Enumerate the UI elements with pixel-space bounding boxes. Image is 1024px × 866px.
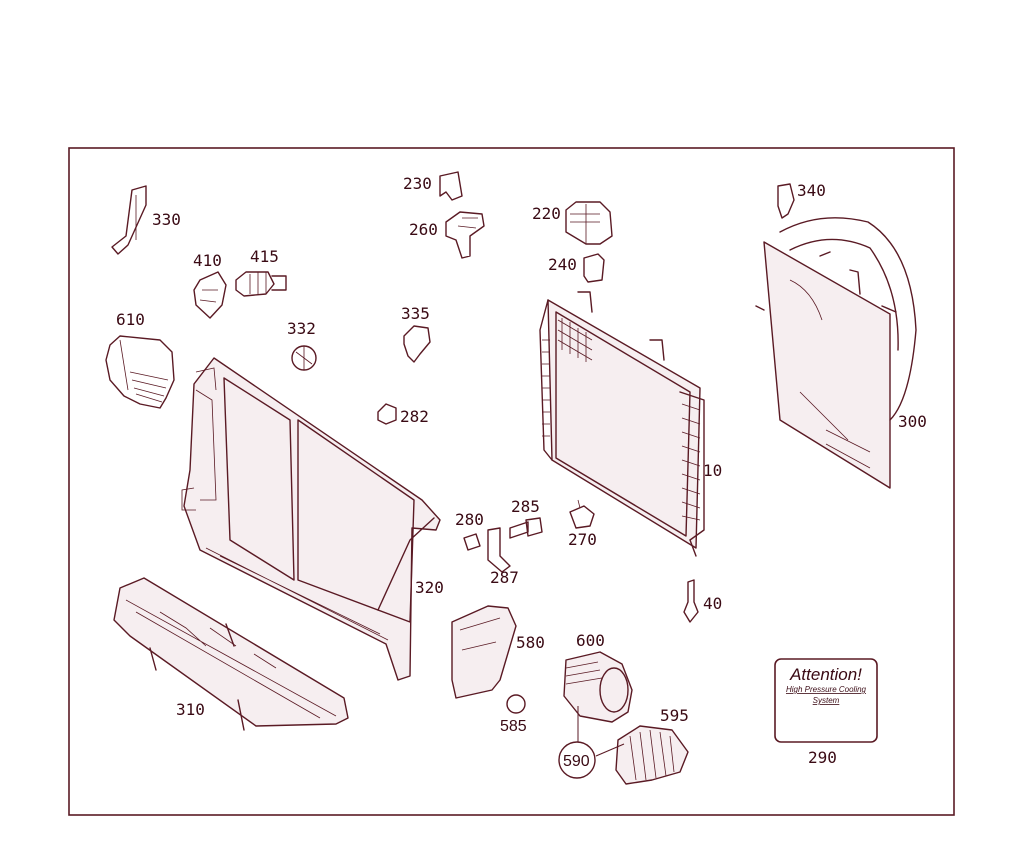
label-290: 290 — [808, 748, 837, 767]
part-610-air-duct[interactable] — [105, 335, 175, 409]
label-40: 40 — [703, 594, 722, 613]
label-10: 10 — [703, 461, 722, 480]
attention-line-1: High Pressure Cooling — [786, 685, 867, 694]
label-310: 310 — [176, 700, 205, 719]
label-410: 410 — [193, 251, 222, 270]
part-332-clip[interactable] — [291, 345, 317, 371]
part-320-radiator-frame[interactable] — [181, 357, 441, 681]
label-282: 282 — [400, 407, 429, 426]
part-10-radiator[interactable] — [539, 291, 705, 557]
part-340-clip[interactable] — [777, 183, 795, 219]
part-270-clip[interactable] — [569, 499, 595, 529]
attention-line-2: System — [813, 696, 840, 705]
callout-590 — [558, 706, 625, 779]
label-330: 330 — [152, 210, 181, 229]
part-300-fan-shroud[interactable] — [755, 217, 917, 489]
part-220-bracket[interactable] — [565, 201, 613, 245]
label-332: 332 — [287, 319, 316, 338]
part-240-pad[interactable] — [583, 253, 605, 283]
part-230-clip[interactable] — [439, 171, 463, 201]
label-300: 300 — [898, 412, 927, 431]
label-287: 287 — [490, 568, 519, 587]
part-580-cover[interactable] — [451, 605, 517, 699]
label-240: 240 — [548, 255, 577, 274]
label-415: 415 — [250, 247, 279, 266]
label-280: 280 — [455, 510, 484, 529]
label-580: 580 — [516, 633, 545, 652]
label-230: 230 — [403, 174, 432, 193]
label-220: 220 — [532, 204, 561, 223]
label-585: 585 — [500, 718, 527, 735]
part-287-bracket[interactable] — [487, 527, 511, 573]
label-335: 335 — [401, 304, 430, 323]
part-40-drain-plug[interactable] — [683, 579, 699, 623]
label-270: 270 — [568, 530, 597, 549]
label-590: 590 — [563, 753, 590, 770]
label-600: 600 — [576, 631, 605, 650]
part-585-cap[interactable] — [506, 694, 526, 714]
label-595: 595 — [660, 706, 689, 725]
part-335-clip[interactable] — [403, 325, 431, 363]
part-415-sensor[interactable] — [235, 271, 287, 297]
label-340: 340 — [797, 181, 826, 200]
part-285-bolt[interactable] — [509, 517, 543, 539]
part-282-nut[interactable] — [377, 403, 397, 425]
diagram-frame — [68, 147, 955, 816]
part-330-bracket[interactable] — [111, 185, 147, 255]
label-320: 320 — [415, 578, 444, 597]
part-310-air-guide[interactable] — [113, 577, 349, 731]
part-410-clip[interactable] — [193, 271, 227, 319]
attention-title: Attention! — [789, 665, 862, 684]
part-260-connector[interactable] — [445, 211, 485, 259]
part-280-nut[interactable] — [463, 533, 481, 551]
part-595-bellows-hose[interactable] — [615, 725, 689, 785]
part-290-attention-label[interactable] — [774, 658, 878, 743]
label-285: 285 — [511, 497, 540, 516]
label-610: 610 — [116, 310, 145, 329]
label-260: 260 — [409, 220, 438, 239]
part-600-intake[interactable] — [563, 651, 633, 723]
